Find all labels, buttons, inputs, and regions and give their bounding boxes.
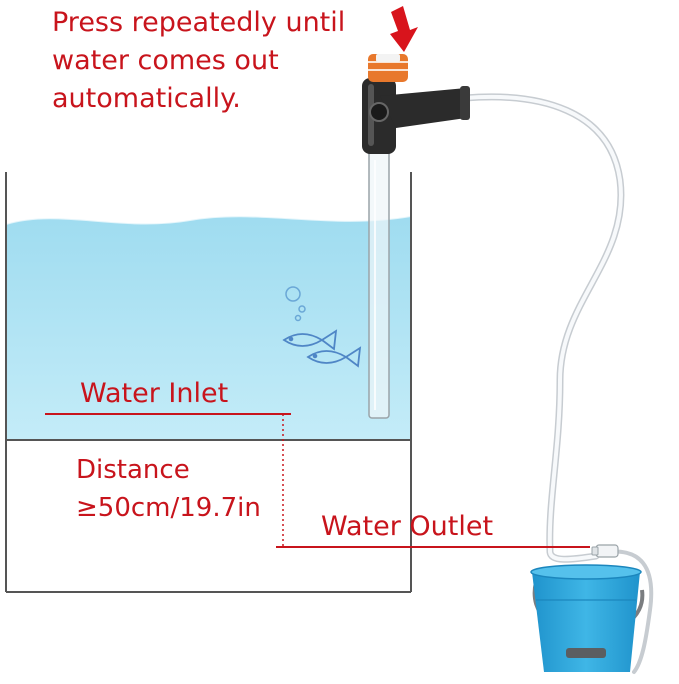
pump-body (362, 78, 470, 154)
intake-tube (368, 149, 390, 419)
hose-clip-line (604, 549, 654, 674)
water-inlet-label: Water Inlet (80, 378, 229, 409)
tank-water (6, 216, 411, 440)
arrow-down-icon (390, 6, 418, 52)
outlet-nozzle (591, 544, 619, 558)
instruction-text: Press repeatedly until water comes out a… (52, 4, 345, 118)
fish-icon (306, 346, 362, 368)
bucket (530, 564, 645, 672)
distance-label-line-1: Distance (76, 455, 190, 485)
pump-button (368, 54, 408, 82)
distance-label-line-2: ≥50cm/19.7in (76, 493, 261, 523)
water-surface (5, 215, 412, 225)
instruction-line-1: Press repeatedly until (52, 7, 346, 38)
siphon-hose (461, 93, 625, 563)
instruction-line-2: water comes out (52, 45, 279, 76)
water-outlet-label: Water Outlet (321, 511, 494, 542)
fish-icon (282, 329, 338, 351)
instruction-line-3: automatically. (52, 83, 241, 114)
bubble-icon (285, 286, 306, 322)
distance-label: Distance ≥50cm/19.7in (76, 451, 261, 527)
